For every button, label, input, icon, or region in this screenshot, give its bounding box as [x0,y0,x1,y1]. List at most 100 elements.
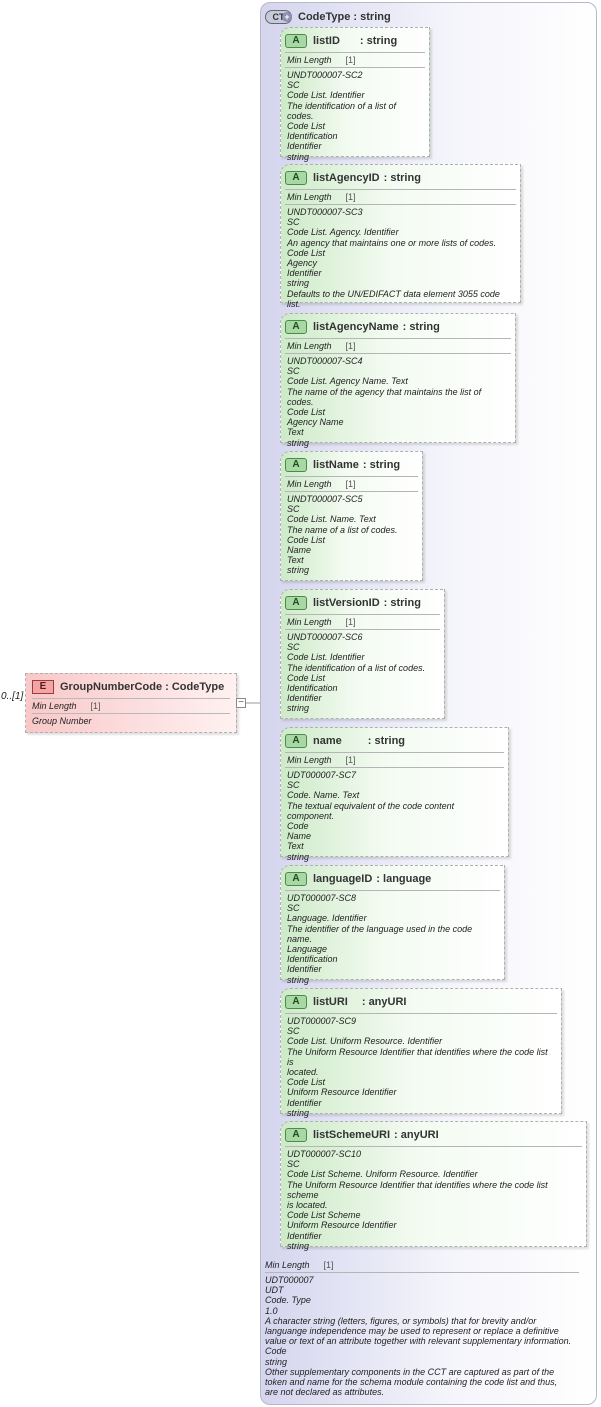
doc-line: string [287,974,310,985]
attribute-type: : string [362,459,401,471]
complex-type-badge-text: CT [272,11,285,22]
attribute-badge: A [285,872,307,886]
attribute-facet: Min Length [1] [281,477,422,489]
doc-line: are not declared as attributes. [265,1387,385,1398]
doc-line: The identifier of the language used in t… [287,923,475,944]
doc-line: Identifier [287,1097,322,1108]
attribute-type: : string [402,321,440,333]
attribute-type: : string [383,597,421,609]
doc-line: UDT000007 [265,1275,314,1285]
attribute-badge: A [285,995,307,1009]
attribute-divider [285,204,516,205]
doc-line: Code List [287,1077,326,1088]
attribute-badge: A [285,1128,307,1142]
doc-line: Code List. Identifier [287,90,365,101]
attribute-facet: Min Length [1] [281,190,520,202]
doc-line: Identifier [287,964,322,975]
attribute-listname[interactable]: A listName : string Min Length [1] UNDT0… [280,451,423,581]
attribute-divider [285,52,425,53]
doc-line: Code List [287,407,326,418]
doc-line: The name of a list of codes. [287,524,398,535]
doc-line: SC [287,366,300,377]
attribute-type: : anyURI [394,1129,439,1141]
attribute-badge: A [285,320,307,334]
doc-line: Code List [287,672,326,683]
doc-line: 1.0 [265,1305,278,1316]
doc-line: UNDT000007-SC6 [287,632,363,642]
element-divider [32,713,230,714]
attribute-type: : language [376,873,432,885]
doc-line: Identification [287,683,338,694]
attribute-facet: Min Length [1] [281,753,508,765]
attribute-name[interactable]: A name : string Min Length [1] UDT000007… [280,727,509,862]
doc-line: Language. Identifier [287,913,367,924]
doc-line: UDT000007-SC7 [287,770,357,780]
element-doc: Group Number [32,716,92,726]
doc-line: Code. Name. Text [287,790,360,801]
facet-label: Min Length [32,701,77,711]
doc-line: Code List. Agency. Identifier [287,227,399,238]
doc-line: Code List. Uniform Resource. Identifier [287,1036,443,1047]
attribute-divider [285,353,511,354]
attribute-divider [285,1146,582,1147]
attribute-name: listAgencyID [313,172,380,184]
complex-type-title: CodeType : string [298,10,391,23]
collapse-toggle[interactable]: − [236,698,246,708]
occurrence-label: 0..[1] [1,691,24,702]
attribute-listversionid[interactable]: A listVersionID : string Min Length [1] … [280,589,445,719]
attribute-listagencyname[interactable]: A listAgencyName : string Min Length [1]… [280,313,516,448]
attribute-facet: Min Length [1] [281,53,429,65]
attribute-listagencyid[interactable]: A listAgencyID : string Min Length [1] U… [280,164,521,309]
facet-value: [1] [345,192,356,202]
attribute-badge: A [285,34,307,48]
doc-line: languange independence may be used to re… [265,1326,559,1337]
doc-line: Uniform Resource Identifier [287,1087,397,1098]
doc-line: An agency that maintains one or more lis… [287,237,497,248]
doc-line: Identifier [287,141,322,152]
attribute-listid[interactable]: A listID : string Min Length [1] UNDT000… [280,27,430,162]
doc-line: Code List Scheme. Uniform Resource. Iden… [287,1169,478,1180]
doc-line: string [287,565,310,576]
attribute-name: listName [313,459,359,471]
doc-line: UDT000007-SC9 [287,1016,357,1026]
doc-line: Identifier [287,268,322,279]
element-groupnumbercode[interactable]: E GroupNumberCode : CodeType Min Length … [25,673,237,733]
doc-line: located. [287,1067,319,1078]
doc-line: Code List [287,247,326,258]
attribute-divider [285,1013,557,1014]
attribute-name: name [313,735,342,747]
facet-label: Min Length [287,479,332,489]
complex-type-badge: CT + [265,9,292,24]
attribute-divider [285,476,418,477]
attribute-type: : string [367,735,406,747]
facet-value: [1] [90,701,101,711]
facet-label: Min Length [287,755,332,765]
doc-line: Language [287,944,328,955]
complex-type-facet: Min Length [1] [265,1258,579,1270]
doc-line: string [287,1240,310,1251]
doc-line: The textual equivalent of the code conte… [287,800,457,821]
plus-icon: + [282,11,292,22]
doc-line: Code [287,821,309,832]
doc-line: string [287,1107,310,1118]
doc-line: UNDT000007-SC5 [287,494,363,504]
doc-line: SC [287,1026,300,1037]
doc-line: A character string (letters, figures, or… [265,1315,537,1326]
attribute-name: listSchemeURI [313,1129,391,1141]
attribute-type: : string [359,35,398,47]
attribute-name: listID [313,35,340,47]
attribute-badge: A [285,596,307,610]
doc-line: Identification [287,131,338,142]
doc-line: Agency Name [287,417,344,428]
doc-line: Code [265,1346,287,1357]
attribute-divider [285,491,418,492]
doc-line: UNDT000007-SC2 [287,70,363,80]
